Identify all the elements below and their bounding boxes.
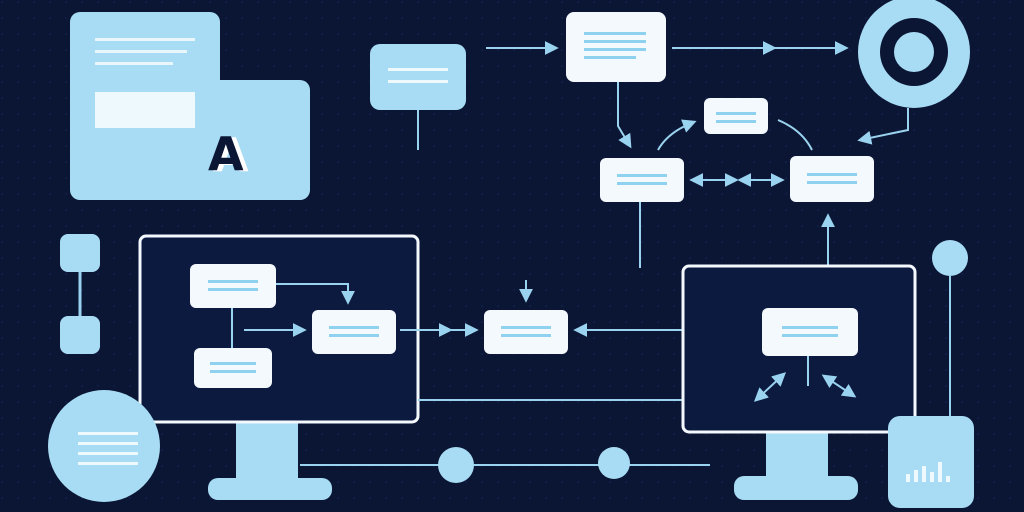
bar-chart-icon <box>888 416 974 508</box>
circle-node-icon <box>932 240 968 276</box>
arrow-top-center-down <box>617 82 632 149</box>
document-icon <box>95 38 195 128</box>
arrow-mon-left-a <box>276 283 355 305</box>
circle-node-icon <box>438 447 474 483</box>
node-mon-left-bottom <box>194 348 272 388</box>
node-top-left <box>370 44 466 150</box>
diag-arrow-left <box>753 372 787 402</box>
letter-a-shadow: A <box>213 128 249 182</box>
node-cycle-left <box>600 158 684 202</box>
node-mon-left-right <box>312 310 396 354</box>
document-circle <box>48 390 160 502</box>
arrow-cycle-left-up <box>657 119 697 151</box>
diag-arrow-right <box>821 374 857 398</box>
document-panel: A A <box>70 12 310 200</box>
ring-target-icon <box>858 0 970 108</box>
letter-a: A <box>208 127 244 181</box>
node-cycle-top <box>704 98 768 134</box>
circle-node-icon <box>598 447 630 479</box>
node-mon-left-top <box>190 264 276 308</box>
monitor-right <box>681 264 917 500</box>
node-cycle-right <box>790 156 874 202</box>
node-center <box>484 310 568 354</box>
letter-a-icon: A A <box>208 127 249 182</box>
arrow-cycle-right-down <box>777 119 813 151</box>
left-chain <box>60 234 100 354</box>
arrow-ring-to-right-box <box>857 108 909 145</box>
node-mon-right <box>762 308 858 356</box>
monitor-left <box>138 234 420 500</box>
node-top-center <box>566 12 666 82</box>
document-icon <box>78 432 138 465</box>
